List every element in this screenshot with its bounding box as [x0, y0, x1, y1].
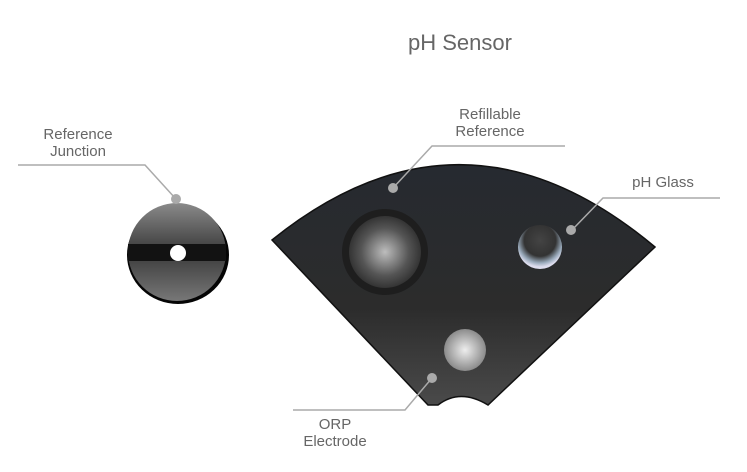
- label-line: Reference: [43, 126, 113, 143]
- label-refillable-reference: Refillable Reference: [440, 106, 540, 140]
- label-line: Reference: [455, 123, 525, 140]
- label-orp-electrode: ORP Electrode: [285, 416, 385, 450]
- orp-electrode-sphere: [444, 329, 486, 371]
- label-line: Electrode: [303, 433, 367, 450]
- leader-dots: [171, 183, 576, 383]
- leader-lines: [18, 145, 720, 411]
- label-line: ORP: [318, 416, 352, 433]
- label-line: Refillable: [459, 106, 521, 123]
- refillable-reference-port: [342, 209, 428, 295]
- diagram-title: pH Sensor: [408, 30, 512, 55]
- label-reference-junction: Reference Junction: [28, 126, 128, 160]
- label-ph-glass: pH Glass: [632, 174, 694, 191]
- ph-glass-bulb: [518, 225, 562, 269]
- label-line: Junction: [50, 143, 106, 160]
- reference-junction-disc: [127, 203, 229, 304]
